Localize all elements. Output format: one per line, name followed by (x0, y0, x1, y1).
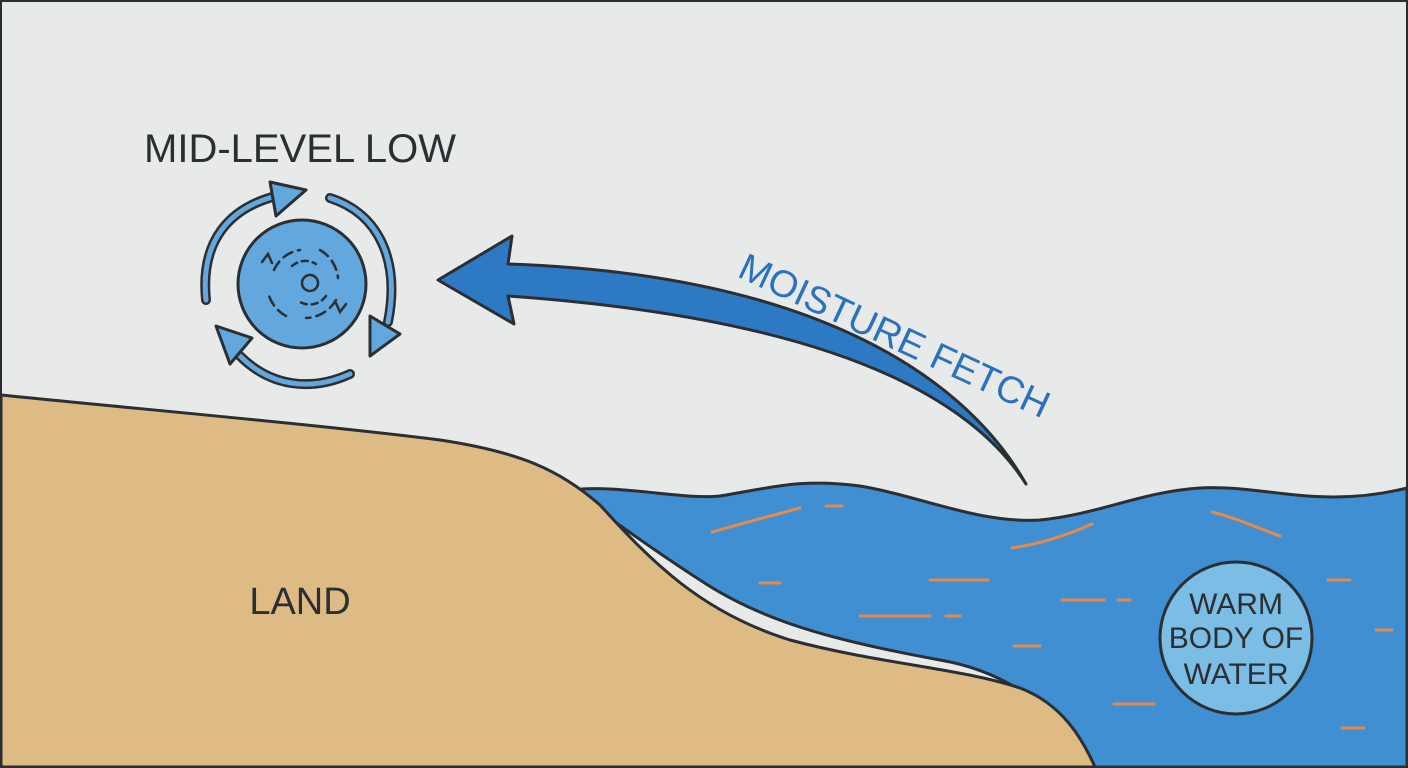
circulation-arrowhead (368, 314, 402, 358)
ripple (710, 506, 802, 534)
ripple (1010, 522, 1094, 550)
circulation-arc (327, 195, 394, 325)
land-mass (0, 393, 1097, 768)
vortex-inner-swirls (260, 248, 348, 320)
circulation-arc (237, 353, 353, 387)
circulation-arc (202, 193, 279, 303)
mid-level-low-label: MID-LEVEL LOW (144, 127, 456, 171)
warm-water-badge (1158, 560, 1314, 716)
warm-water-label-line1: WARM (1189, 588, 1283, 621)
warm-water-label-line2: BODY OF (1169, 622, 1303, 655)
ripple (1210, 510, 1282, 538)
vortex-center (300, 273, 320, 293)
circulation-arrowhead (214, 324, 254, 366)
moisture-fetch-arrow (436, 234, 1028, 486)
circulation-arrowhead (268, 180, 308, 218)
mid-level-low-vortex (236, 218, 368, 350)
warm-water-label-line3: WATER (1184, 658, 1289, 691)
land-label: LAND (249, 581, 350, 623)
water-ripples (710, 504, 1394, 730)
circulation-arrows (200, 180, 402, 389)
